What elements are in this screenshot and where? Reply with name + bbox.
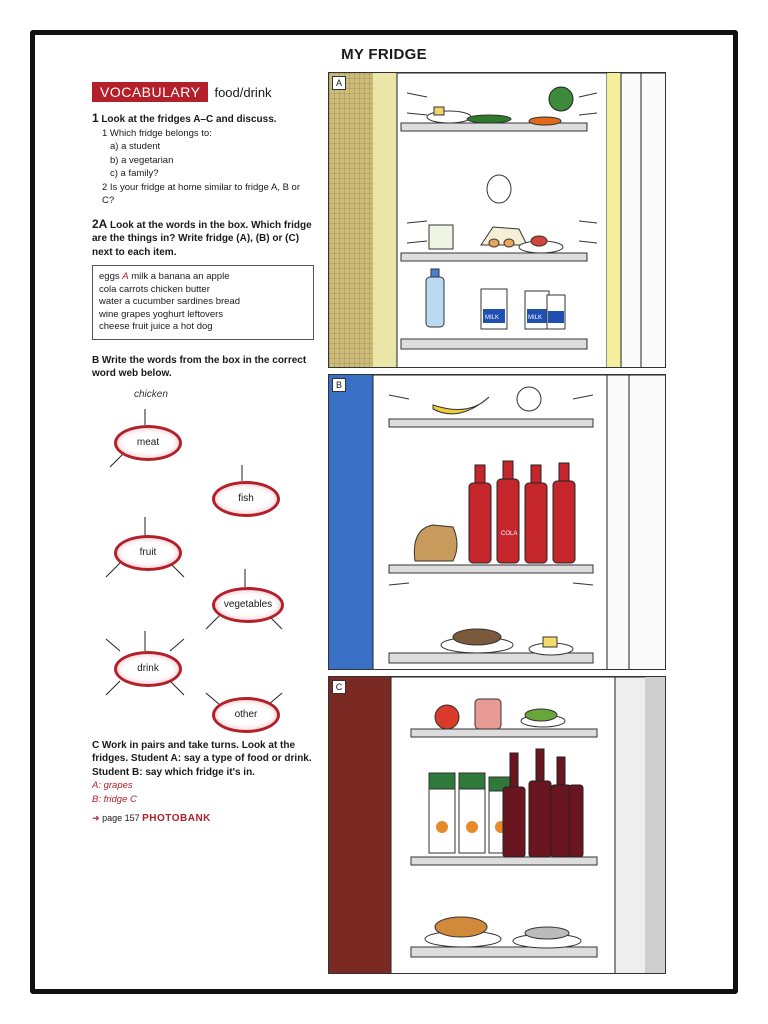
arrow-icon: ➜ <box>92 813 100 823</box>
exercise-instruction: Write the words from the box in the corr… <box>92 354 307 380</box>
word-web: chicken meat fish fruit vegetables drink… <box>92 388 314 733</box>
word-box-line: water a cucumber sardines bread <box>99 296 240 307</box>
fridge-a-illustration: A <box>328 72 666 368</box>
exercise-instruction: Work in pairs and take turns. Look at th… <box>92 739 312 778</box>
exercise-2a: 2A Look at the words in the box. Which f… <box>92 216 314 340</box>
photobank-label: PHOTOBANK <box>142 813 211 824</box>
svg-text:COLA: COLA <box>501 531 517 537</box>
svg-text:MILK: MILK <box>528 315 542 321</box>
worksheet-column: VOCABULARY food/drink 1 Look at the frid… <box>92 82 314 978</box>
fridge-c-illustration: C <box>328 676 666 974</box>
word-box: eggs A milk a banana an apple cola carro… <box>92 265 314 340</box>
exercise-instruction: Look at the fridges A–C and discuss. <box>101 114 277 125</box>
vocabulary-topic: food/drink <box>214 84 272 100</box>
oval-drink: drink <box>114 650 182 687</box>
oval-fish: fish <box>212 480 280 517</box>
panel-label: B <box>332 378 346 392</box>
fridge-b-illustration: B COLA <box>328 374 666 670</box>
oval-other: other <box>212 696 280 733</box>
exercise-2c: C Work in pairs and take turns. Look at … <box>92 739 314 826</box>
vocabulary-tag: VOCABULARY <box>92 82 209 102</box>
svg-text:MILK: MILK <box>485 315 499 321</box>
oval-meat: meat <box>114 424 182 461</box>
example-line-b: B: fridge C <box>92 793 137 805</box>
question-2: 2 Is your fridge at home similar to frid… <box>102 181 301 207</box>
page-border <box>30 30 738 994</box>
photobank-reference: ➜ page 157 PHOTOBANK <box>92 812 314 826</box>
exercise-1: 1 Look at the fridges A–C and discuss. 1… <box>92 111 314 208</box>
oval-vegetables: vegetables <box>212 586 284 623</box>
word-box-line: eggs A milk a banana an apple <box>99 271 230 282</box>
oval-fruit: fruit <box>114 534 182 571</box>
option-b: b) a vegetarian <box>110 154 174 166</box>
example-answer: chicken <box>134 388 168 400</box>
page-reference: page 157 <box>102 813 140 823</box>
exercise-number: 2A <box>92 216 108 231</box>
word-box-line: wine grapes yoghurt leftovers <box>99 308 224 320</box>
word-box-line: cola carrots chicken butter <box>99 283 210 295</box>
example-line-a: A: grapes <box>92 780 133 791</box>
panel-label: A <box>332 76 346 90</box>
exercise-2b: B Write the words from the box in the co… <box>92 354 314 381</box>
option-a: a) a student <box>110 141 161 152</box>
fridge-c-drawing <box>329 677 665 973</box>
exercise-instruction: Look at the words in the box. Which frid… <box>92 219 312 258</box>
word-box-line: cheese fruit juice a hot dog <box>99 321 213 332</box>
page-title: MY FRIDGE <box>341 46 427 63</box>
exercise-number: C <box>92 739 100 751</box>
question-1: 1 Which fridge belongs to: <box>102 127 212 139</box>
fridge-a-drawing: MILK MILK <box>329 73 665 367</box>
exercise-number: 1 <box>92 111 99 125</box>
panel-label: C <box>332 680 346 694</box>
option-c: c) a family? <box>110 168 159 179</box>
exercise-number: B <box>92 354 100 366</box>
vocabulary-header: VOCABULARY food/drink <box>92 82 314 102</box>
fridge-b-drawing: COLA <box>329 375 665 669</box>
